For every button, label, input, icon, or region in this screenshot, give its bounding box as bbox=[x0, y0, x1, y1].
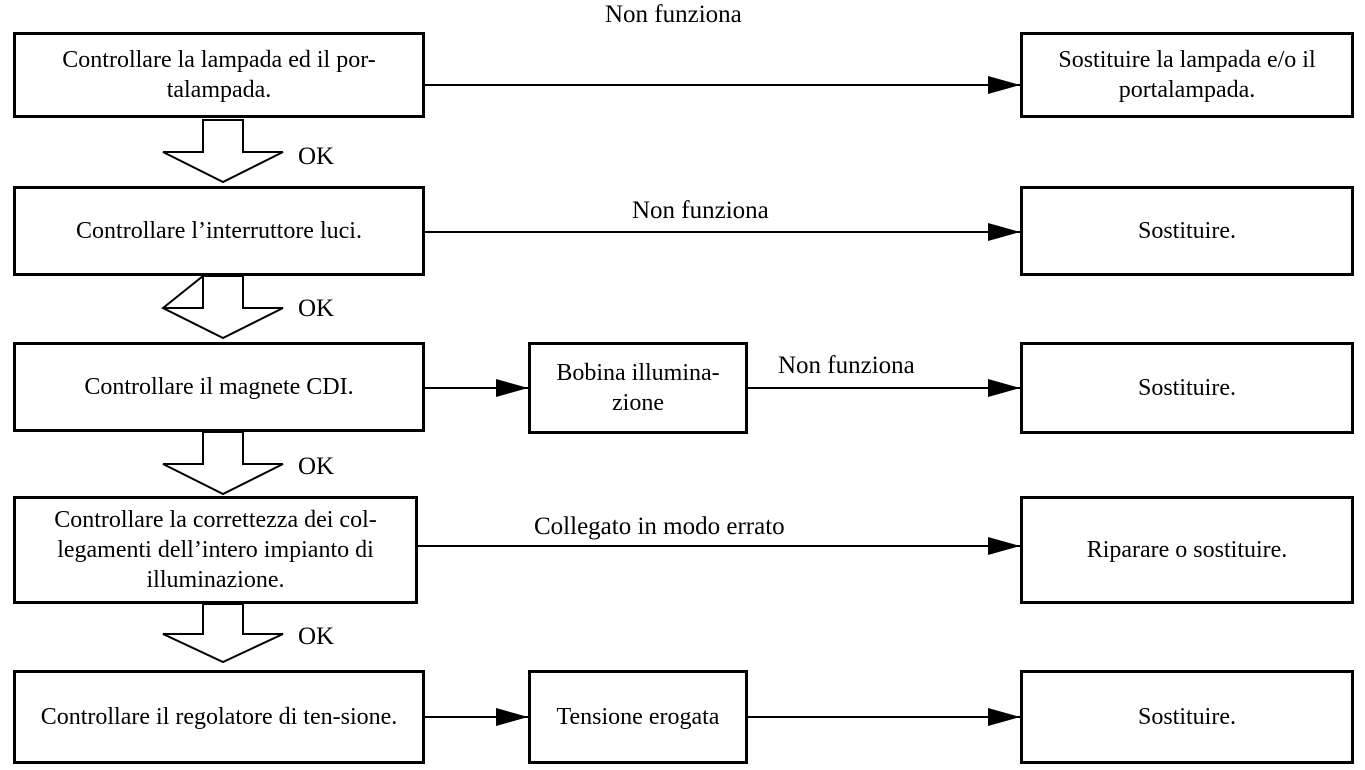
ok-label-3: OK bbox=[298, 453, 335, 480]
ok-arrow-2b bbox=[163, 276, 204, 309]
arrowhead-middle3 bbox=[988, 379, 1020, 397]
edge-label-step4: Collegato in modo errato bbox=[534, 513, 785, 540]
arrowhead-middle5 bbox=[988, 708, 1020, 726]
action-box-1: Sostituire la lampada e/o il portalampad… bbox=[1020, 32, 1354, 118]
arrowhead-step4 bbox=[988, 537, 1020, 555]
ok-label-4: OK bbox=[298, 623, 335, 650]
middle-box-5: Tensione erogata bbox=[528, 670, 748, 764]
edge-label-step1: Non funziona bbox=[605, 1, 742, 28]
check-box-1: Controllare la lampada ed il por-talampa… bbox=[13, 32, 425, 118]
arrowhead-step3-middle bbox=[496, 379, 528, 397]
action-box-5: Sostituire. bbox=[1020, 670, 1354, 764]
middle-box-3: Bobina illumina-zione bbox=[528, 342, 748, 434]
edge-label-step2: Non funziona bbox=[632, 197, 769, 224]
check-box-3: Controllare il magnete CDI. bbox=[13, 342, 425, 432]
action-box-4: Riparare o sostituire. bbox=[1020, 496, 1354, 604]
ok-arrow-1 bbox=[162, 119, 284, 184]
edge-label-step3: Non funziona bbox=[778, 352, 915, 379]
action-box-2: Sostituire. bbox=[1020, 186, 1354, 276]
ok-arrow-4 bbox=[162, 603, 284, 664]
arrowhead-step1 bbox=[988, 76, 1020, 94]
ok-arrow-3 bbox=[162, 431, 284, 496]
check-box-4: Controllare la correttezza dei col-legam… bbox=[13, 496, 418, 604]
action-box-3: Sostituire. bbox=[1020, 342, 1354, 434]
check-box-2: Controllare l’interruttore luci. bbox=[13, 186, 425, 276]
arrowhead-step5-middle bbox=[496, 708, 528, 726]
arrowhead-step2 bbox=[988, 223, 1020, 241]
ok-label-1: OK bbox=[298, 143, 335, 170]
ok-label-2: OK bbox=[298, 295, 335, 322]
check-box-5: Controllare il regolatore di ten-sione. bbox=[13, 670, 425, 764]
